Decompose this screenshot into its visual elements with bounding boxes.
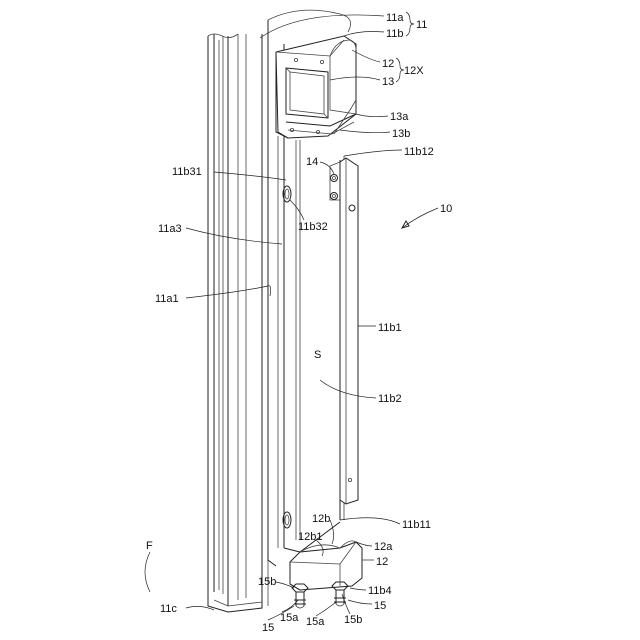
bar-11b1	[330, 158, 358, 504]
label-10: 10	[440, 203, 452, 215]
label-11b1: 11b1	[378, 322, 402, 334]
label-11b12: 11b12	[404, 146, 434, 158]
label-11a1: 11a1	[155, 293, 179, 305]
label-12: 12	[382, 58, 394, 70]
label-11b11: 11b11	[402, 519, 431, 531]
label-11b4: 11b4	[368, 585, 392, 597]
label-11a: 11a	[386, 12, 404, 24]
label-15-right: 15	[374, 600, 386, 612]
label-15b-right: 15b	[344, 614, 362, 626]
label-S: S	[314, 349, 321, 361]
label-15a-mid: 15a	[306, 616, 325, 628]
label-14: 14	[306, 156, 318, 168]
bracket-12X	[276, 36, 356, 138]
label-11b2: 11b2	[378, 393, 402, 405]
label-12-lower: 12	[376, 556, 388, 568]
label-12X: 12X	[404, 65, 424, 77]
label-15-left: 15	[262, 622, 274, 634]
label-13a: 13a	[390, 111, 409, 123]
label-11b32: 11b32	[298, 221, 328, 233]
pillar-11a	[208, 20, 268, 612]
label-13: 13	[382, 76, 394, 88]
label-15b-left: 15b	[258, 576, 276, 588]
label-11b: 11b	[386, 28, 404, 40]
label-12a: 12a	[374, 541, 393, 553]
label-F: F	[146, 540, 153, 552]
label-12b: 12b	[312, 513, 330, 525]
label-12b1: 12b1	[298, 531, 322, 543]
label-11a3: 11a3	[158, 223, 182, 235]
label-13b: 13b	[392, 128, 410, 140]
label-15a-left: 15a	[280, 612, 299, 624]
label-11c: 11c	[160, 603, 177, 615]
label-11b31: 11b31	[172, 166, 202, 178]
label-11: 11	[416, 19, 427, 31]
